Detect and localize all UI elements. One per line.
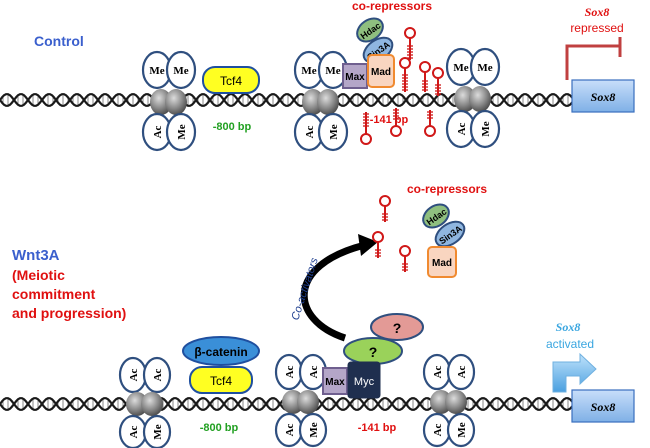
mad-box-wnt: [427, 246, 457, 278]
rna-hairpin: [399, 245, 411, 272]
ac-label: Ac: [456, 122, 468, 135]
me-label: Me: [301, 65, 316, 77]
rna-hairpin: [390, 108, 402, 137]
ac-label: Ac: [432, 365, 444, 378]
me-label: Me: [173, 65, 188, 77]
sox8-label-control: Sox8: [585, 5, 610, 19]
me-label: Me: [477, 62, 492, 74]
bp800-label-wnt: -800 bp: [200, 422, 239, 434]
max-label-wnt: Max: [325, 377, 345, 388]
sox8-gene-label-control: Sox8: [591, 90, 616, 104]
repression-arrow: [565, 44, 620, 80]
ac-label: Ac: [128, 425, 140, 438]
ac-label: Ac: [152, 125, 164, 138]
tcf4-box-wnt: [189, 366, 253, 394]
wnt3a-subtitle-1: (Meiotic: [12, 267, 65, 283]
me-label: Me: [453, 62, 468, 74]
rna-hairpin: [360, 112, 372, 145]
question-label-1: ?: [393, 320, 402, 336]
sin3a-shape-wnt: [434, 220, 466, 248]
nucleosome-control-2: Me Me Ac Me: [293, 50, 349, 152]
ac-label: Ac: [456, 365, 468, 378]
rna-hairpin: [399, 57, 411, 92]
sox8-status-wnt: activated: [546, 337, 594, 351]
me-label: Me: [456, 422, 468, 437]
bp141-label: -141 bp: [370, 114, 409, 126]
me-oval: [165, 50, 197, 90]
myc-box: [347, 361, 381, 399]
nucleosome-control-1: Me Me Ac Me: [141, 50, 197, 152]
myc-label: Myc: [354, 376, 375, 388]
activation-arrow: [552, 352, 597, 393]
me-label: Me: [308, 422, 320, 437]
sox8-status-control: repressed: [570, 21, 623, 35]
mad-label-wnt: Mad: [432, 258, 452, 269]
beta-catenin-label: β-catenin: [194, 345, 247, 359]
rna-hairpin: [419, 61, 431, 92]
me-oval: [165, 112, 197, 152]
me-label: Me: [480, 121, 492, 136]
nucleosome-wnt-3: Ac Ac Ac Me: [422, 353, 476, 448]
histone-core: [165, 89, 187, 115]
me-label: Me: [149, 65, 164, 77]
me-label: Me: [152, 424, 164, 439]
me-label: Me: [328, 124, 340, 139]
hdac-shape-wnt: [422, 203, 450, 229]
bp141-label-wnt: -141 bp: [358, 422, 397, 434]
wnt3a-title: Wnt3A: [12, 247, 60, 264]
sox8-label-wnt: Sox8: [556, 320, 581, 334]
ac-label: Ac: [128, 368, 140, 381]
rna-hairpin: [424, 110, 436, 137]
nucleosome-wnt-2: Ac Ac Ac Me: [274, 353, 328, 448]
sox8-gene-label-wnt: Sox8: [591, 400, 616, 414]
max-box-wnt: [322, 367, 348, 395]
corepressors-label-wnt: co-repressors: [407, 182, 487, 196]
rna-hairpin: [379, 195, 391, 222]
question-label-2: ?: [369, 344, 378, 360]
rna-hairpins: [360, 27, 444, 272]
ac-label: Ac: [284, 365, 296, 378]
coactivator-arrowhead: [358, 234, 378, 256]
sox8-gene-box-wnt: [571, 389, 635, 423]
ac-label: Ac: [304, 125, 316, 138]
ac-label: Ac: [308, 365, 320, 378]
sox8-gene-box-control: [571, 79, 635, 113]
nucleosome-wnt-1: Ac Ac Ac Me: [118, 356, 172, 448]
ac-label: Ac: [152, 368, 164, 381]
tcf4-label-wnt: Tcf4: [210, 374, 232, 388]
hdac-shape: [356, 17, 384, 43]
coactivator-arrow: [300, 241, 366, 342]
mad-label: Mad: [371, 67, 391, 78]
rna-hairpin: [432, 67, 444, 96]
bp800-label: -800 bp: [213, 121, 252, 133]
max-label: Max: [345, 72, 365, 83]
wnt3a-subtitle-2: commitment: [12, 286, 96, 302]
nucleosome-control-3: Me Me Ac Me: [445, 47, 501, 149]
control-title: Control: [34, 33, 84, 49]
wnt3a-subtitle-3: and progression): [12, 305, 126, 321]
unknown-factor-1: [370, 313, 424, 341]
tcf4-box: [202, 66, 260, 94]
beta-catenin-shape: [182, 336, 260, 366]
tcf4-label: Tcf4: [220, 74, 242, 88]
rna-hairpin: [372, 231, 384, 258]
mad-box: [367, 54, 395, 88]
ac-label: Ac: [432, 423, 444, 436]
me-label: Me: [325, 65, 340, 77]
me-label: Me: [176, 124, 188, 139]
corepressors-label: co-repressors: [352, 0, 432, 13]
ac-label: Ac: [284, 423, 296, 436]
rna-hairpin: [404, 27, 416, 60]
